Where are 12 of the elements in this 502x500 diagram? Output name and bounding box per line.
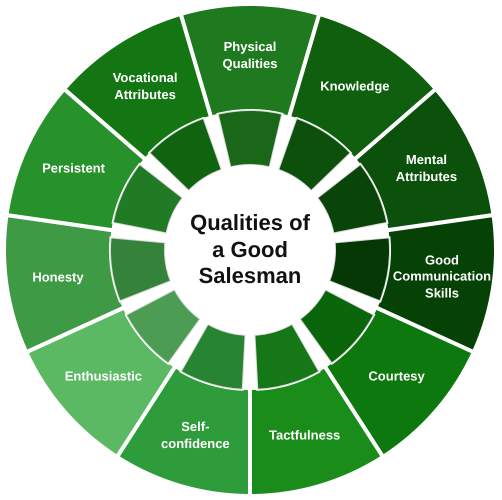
segment-label: Vocational Attributes: [112, 70, 178, 104]
center-title: Qualities of a Good Salesman: [189, 210, 311, 290]
segment-label: Physical Qualities: [222, 39, 278, 73]
segment-label: Self-confidence: [160, 419, 231, 454]
segment-label: Honesty: [32, 269, 84, 286]
segment-label: Courtesy: [368, 368, 425, 386]
segment-label: Enthusiastic: [64, 368, 142, 386]
segment-label: Good Communication Skills: [392, 252, 492, 303]
segment-label: Knowledge: [320, 78, 390, 96]
segment-label: Mental Attributes: [394, 152, 458, 186]
segment-label: Tactfulness: [269, 428, 340, 445]
segment-label: Persistent: [42, 160, 105, 178]
